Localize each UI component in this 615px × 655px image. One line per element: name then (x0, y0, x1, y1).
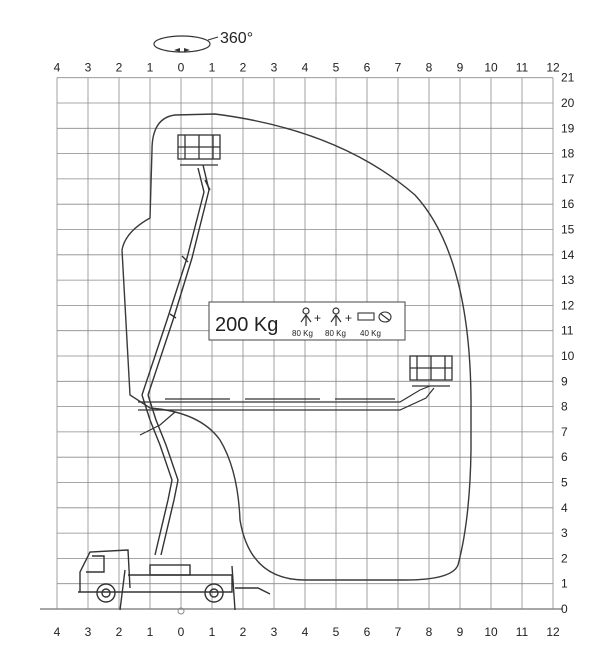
load-label-2: 80 Kg (325, 329, 346, 338)
truck-icon (78, 549, 271, 611)
y-tick-label: 1 (561, 577, 568, 591)
x-tick-label-top: 4 (54, 61, 61, 75)
x-tick-label-bottom: 8 (426, 625, 433, 639)
y-tick-label: 21 (561, 71, 575, 85)
x-tick-label-top: 1 (209, 61, 216, 75)
x-tick-label-top: 6 (364, 61, 371, 75)
y-tick-label: 15 (561, 223, 575, 237)
rotation-icon (153, 35, 219, 53)
x-tick-label-bottom: 4 (302, 625, 309, 639)
x-tick-label-top: 12 (546, 61, 560, 75)
y-tick-label: 7 (561, 425, 568, 439)
y-tick-label: 11 (561, 324, 574, 338)
tools-icon (357, 311, 392, 323)
load-label-1: 80 Kg (292, 329, 313, 338)
x-tick-label-bottom: 7 (395, 625, 402, 639)
y-tick-label: 14 (561, 248, 575, 262)
axis-ticks: 4433221100112233445566778899101011111212… (54, 61, 575, 639)
basket-lower (409, 355, 453, 387)
x-tick-label-bottom: 9 (457, 625, 464, 639)
x-tick-label-top: 11 (516, 61, 529, 75)
y-tick-label: 19 (561, 121, 575, 135)
y-tick-label: 5 (561, 476, 568, 490)
person-icon (330, 307, 342, 326)
x-tick-label-bottom: 1 (147, 625, 154, 639)
rotation-label: 360° (220, 30, 253, 47)
x-tick-label-top: 4 (302, 61, 309, 75)
x-tick-label-bottom: 3 (85, 625, 92, 639)
y-tick-label: 13 (561, 273, 575, 287)
load-label-3: 40 Kg (360, 329, 381, 338)
x-tick-label-top: 3 (271, 61, 278, 75)
x-tick-label-top: 9 (457, 61, 464, 75)
x-tick-label-top: 5 (333, 61, 340, 75)
load-panel: 200 Kg + + 80 Kg 80 Kg 40 Kg (208, 301, 406, 341)
rotation-axis-marker (177, 607, 185, 615)
x-tick-label-top: 2 (116, 61, 123, 75)
x-tick-label-top: 1 (147, 61, 154, 75)
grid (40, 77, 563, 615)
y-tick-label: 10 (561, 349, 575, 363)
x-tick-label-bottom: 6 (364, 625, 371, 639)
person-icon (300, 307, 312, 326)
x-tick-label-top: 0 (178, 61, 185, 75)
x-tick-label-top: 8 (426, 61, 433, 75)
y-tick-label: 2 (561, 551, 568, 565)
y-tick-label: 12 (561, 298, 575, 312)
x-tick-label-top: 7 (395, 61, 402, 75)
basket-upper (177, 134, 221, 166)
y-tick-label: 18 (561, 147, 575, 161)
x-tick-label-bottom: 11 (516, 625, 529, 639)
y-tick-label: 8 (561, 400, 568, 414)
boom-horizontal (138, 385, 435, 436)
x-tick-label-bottom: 2 (240, 625, 247, 639)
x-tick-label-bottom: 10 (484, 625, 498, 639)
y-tick-label: 6 (561, 450, 568, 464)
x-tick-label-bottom: 5 (333, 625, 340, 639)
x-tick-label-bottom: 2 (116, 625, 123, 639)
y-tick-label: 16 (561, 197, 575, 211)
load-weight: 200 Kg (215, 314, 278, 336)
y-tick-label: 3 (561, 526, 568, 540)
x-tick-label-bottom: 3 (271, 625, 278, 639)
svg-text:+: + (345, 311, 352, 325)
x-tick-label-bottom: 1 (209, 625, 216, 639)
y-tick-label: 17 (561, 172, 575, 186)
y-tick-label: 9 (561, 374, 568, 388)
y-tick-label: 4 (561, 501, 568, 515)
x-tick-label-bottom: 0 (178, 625, 185, 639)
boom-vertical (141, 164, 211, 556)
y-tick-label: 0 (561, 602, 568, 616)
x-tick-label-top: 3 (85, 61, 92, 75)
svg-text:+: + (314, 311, 321, 325)
x-tick-label-top: 2 (240, 61, 247, 75)
x-tick-label-bottom: 4 (54, 625, 61, 639)
working-envelope (121, 113, 472, 581)
y-tick-label: 20 (561, 96, 575, 110)
x-tick-label-top: 10 (484, 61, 498, 75)
x-tick-label-bottom: 12 (546, 625, 560, 639)
